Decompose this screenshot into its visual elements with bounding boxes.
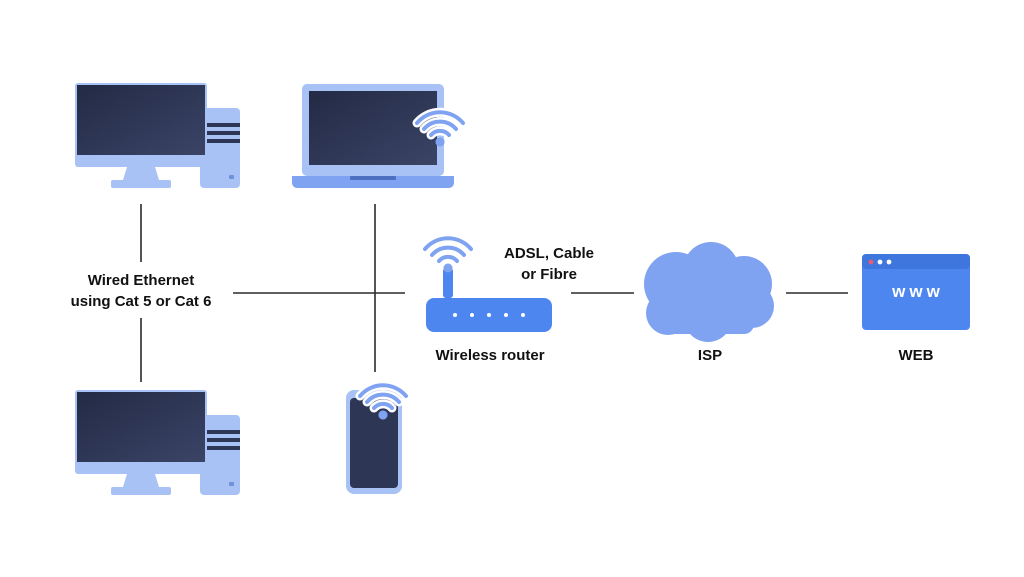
wired-ethernet-label: Wired Ethernet using Cat 5 or Cat 6 xyxy=(46,270,236,312)
web-label: WEB xyxy=(898,347,934,364)
link-type-label-line1: ADSL, Cable xyxy=(503,245,594,262)
laptop-icon xyxy=(292,84,454,188)
smartphone-icon xyxy=(346,390,402,494)
wired-ethernet-label-line2: using Cat 5 or Cat 6 xyxy=(70,293,212,310)
link-type-label: ADSL, Cable or Fibre xyxy=(488,243,610,285)
browser-window-icon xyxy=(862,254,970,330)
link-type-label-line2: or Fibre xyxy=(521,266,577,283)
www-text: www xyxy=(892,282,944,301)
wifi-icon xyxy=(423,236,473,275)
wireless-router-icon xyxy=(426,268,552,332)
router-label: Wireless router xyxy=(435,347,545,364)
desktop-computer-icon xyxy=(75,83,240,188)
isp-label: ISP xyxy=(697,347,723,364)
wired-ethernet-label-line1: Wired Ethernet xyxy=(87,272,195,289)
cloud-icon xyxy=(644,242,774,342)
desktop-computer-icon xyxy=(75,390,240,495)
connection-lines xyxy=(140,204,848,382)
